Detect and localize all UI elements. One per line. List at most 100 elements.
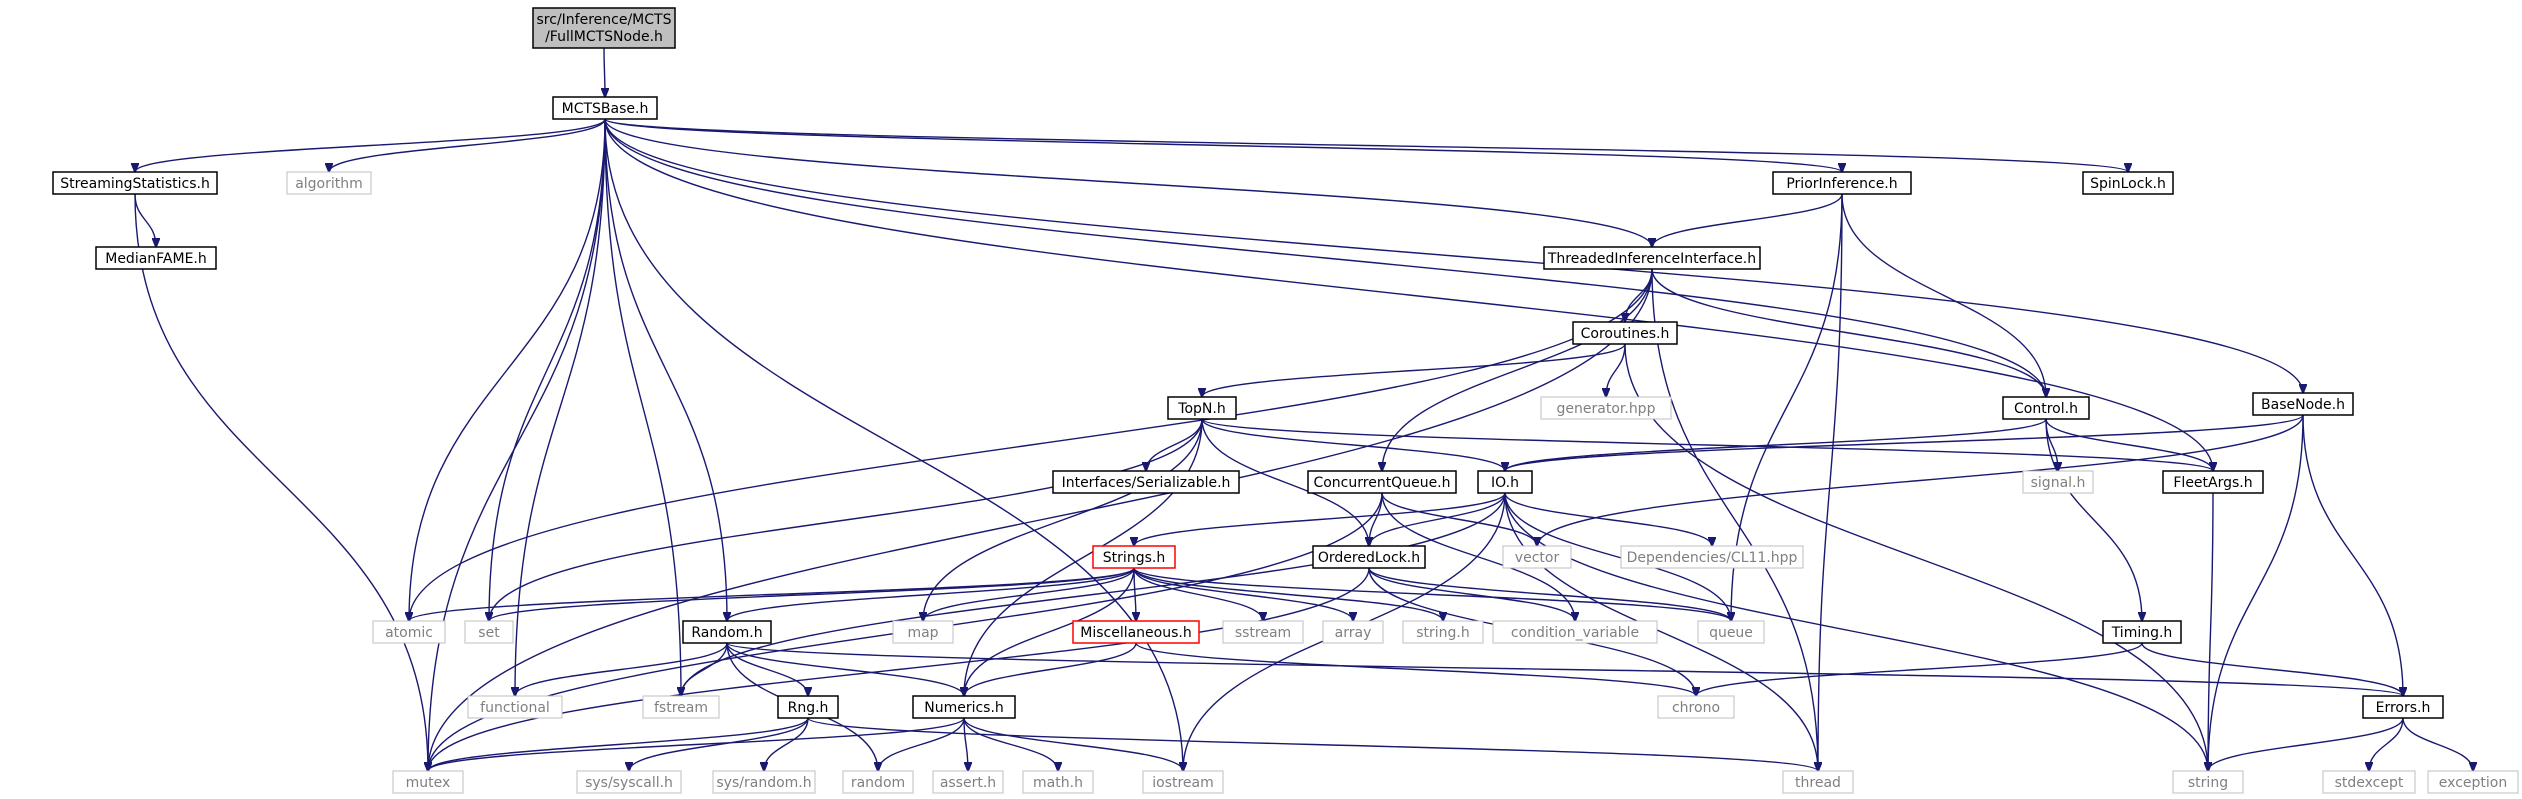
edge-strings-to-miscellaneous bbox=[1134, 567, 1136, 621]
node-box bbox=[1052, 470, 1240, 494]
node-errors[interactable]: Errors.h bbox=[2362, 695, 2444, 719]
node-label: ConcurrentQueue.h bbox=[1313, 475, 1450, 491]
node-numerics[interactable]: Numerics.h bbox=[912, 695, 1016, 719]
node-rng[interactable]: Rng.h bbox=[777, 695, 839, 719]
edge-mctsbase-to-functional bbox=[515, 118, 606, 696]
node-signal: signal.h bbox=[2022, 470, 2094, 494]
node-generator: generator.hpp bbox=[1540, 396, 1672, 420]
node-concurrent-queue[interactable]: ConcurrentQueue.h bbox=[1307, 470, 1457, 494]
node-label: string.h bbox=[1416, 625, 1470, 641]
node-label: sys/syscall.h bbox=[585, 775, 673, 791]
node-fstream: fstream bbox=[642, 695, 720, 719]
edge-numerics-to-random bbox=[878, 717, 965, 771]
edge-coroutines-to-generator bbox=[1606, 343, 1626, 397]
edge-io-to-queue bbox=[1504, 492, 1731, 621]
edge-io-to-fstream bbox=[681, 492, 1506, 696]
edge-strings-to-map bbox=[923, 567, 1135, 621]
edge-concurrent-queue-to-ordered-lock bbox=[1369, 492, 1383, 546]
node-box bbox=[1697, 620, 1765, 644]
node-label: Strings.h bbox=[1103, 550, 1165, 566]
node-box bbox=[1022, 770, 1094, 794]
node-control[interactable]: Control.h bbox=[2002, 396, 2090, 420]
node-label: Numerics.h bbox=[924, 700, 1004, 716]
edge-numerics-to-iostream bbox=[963, 717, 1183, 771]
node-box bbox=[932, 770, 1004, 794]
node-box bbox=[2322, 770, 2416, 794]
node-timing[interactable]: Timing.h bbox=[2102, 620, 2182, 644]
node-top-n[interactable]: TopN.h bbox=[1167, 396, 1237, 420]
edge-miscellaneous-to-chrono bbox=[1135, 642, 1696, 696]
node-label: StreamingStatistics.h bbox=[60, 176, 210, 192]
edge-random-to-fstream bbox=[681, 642, 728, 696]
node-random[interactable]: Random.h bbox=[682, 620, 772, 644]
node-box bbox=[2172, 770, 2244, 794]
node-box bbox=[552, 96, 658, 120]
node-io[interactable]: IO.h bbox=[1477, 470, 1533, 494]
node-label: thread bbox=[1795, 775, 1841, 791]
node-label: sstream bbox=[1235, 625, 1291, 641]
node-functional: functional bbox=[467, 695, 563, 719]
edge-base-node-to-io bbox=[1505, 414, 2304, 471]
node-box bbox=[464, 620, 514, 644]
edge-mctsbase-to-atomic bbox=[409, 118, 606, 621]
node-label: Dependencies/CL11.hpp bbox=[1627, 550, 1798, 566]
edge-strings-to-stringh bbox=[1133, 567, 1443, 621]
node-base-node[interactable]: BaseNode.h bbox=[2252, 392, 2354, 416]
node-sstream: sstream bbox=[1222, 620, 1304, 644]
node-coroutines[interactable]: Coroutines.h bbox=[1572, 321, 1678, 345]
edge-concurrent-queue-to-vector bbox=[1381, 492, 1537, 546]
node-median-fame[interactable]: MedianFAME.h bbox=[95, 246, 217, 270]
edge-mctsbase-to-threaded-inference-interface bbox=[604, 118, 1652, 247]
node-label: TopN.h bbox=[1177, 401, 1225, 417]
node-strings[interactable]: Strings.h bbox=[1092, 545, 1176, 569]
node-label: vector bbox=[1515, 550, 1560, 566]
node-streaming-statistics[interactable]: StreamingStatistics.h bbox=[52, 171, 218, 195]
node-spin-lock[interactable]: SpinLock.h bbox=[2082, 171, 2174, 195]
node-label: Timing.h bbox=[2111, 625, 2173, 641]
node-vector: vector bbox=[1502, 545, 1572, 569]
edge-random-to-numerics bbox=[726, 642, 964, 696]
node-mctsbase[interactable]: MCTSBase.h bbox=[552, 96, 658, 120]
node-label: SpinLock.h bbox=[2090, 176, 2166, 192]
nodes-layer: src/Inference/MCTS/FullMCTSNode.hMCTSBas… bbox=[52, 7, 2519, 794]
edge-top-n-to-map bbox=[923, 418, 1203, 621]
node-box bbox=[1492, 620, 1658, 644]
edge-base-node-to-string bbox=[2208, 414, 2304, 771]
edge-ordered-lock-to-condition-variable bbox=[1368, 567, 1575, 621]
node-box bbox=[1142, 770, 1224, 794]
node-label: Coroutines.h bbox=[1581, 326, 1670, 342]
node-fleet-args[interactable]: FleetArgs.h bbox=[2162, 470, 2264, 494]
node-label: src/Inference/MCTS/FullMCTSNode.h bbox=[537, 12, 672, 45]
edge-top-n-to-fleet-args bbox=[1201, 418, 2213, 471]
node-label-line: /FullMCTSNode.h bbox=[545, 29, 663, 45]
edge-errors-to-exception bbox=[2402, 717, 2473, 771]
edge-control-to-fleet-args bbox=[2045, 418, 2213, 471]
edge-top-n-to-io bbox=[1201, 418, 1505, 471]
node-box bbox=[2427, 770, 2519, 794]
edge-streaming-statistics-to-mutex bbox=[134, 193, 428, 771]
node-label: Random.h bbox=[691, 625, 762, 641]
node-prior-inference[interactable]: PriorInference.h bbox=[1772, 171, 1912, 195]
node-label: generator.hpp bbox=[1557, 401, 1656, 417]
node-label: Rng.h bbox=[788, 700, 829, 716]
node-label: queue bbox=[1709, 625, 1753, 641]
edge-timing-to-chrono bbox=[1696, 642, 2143, 696]
node-label: math.h bbox=[1033, 775, 1083, 791]
node-miscellaneous[interactable]: Miscellaneous.h bbox=[1072, 620, 1200, 644]
node-label: algorithm bbox=[295, 176, 363, 192]
node-ordered-lock[interactable]: OrderedLock.h bbox=[1312, 545, 1426, 569]
node-box bbox=[777, 695, 839, 719]
edge-ordered-lock-to-queue bbox=[1368, 567, 1731, 621]
node-serializable[interactable]: Interfaces/Serializable.h bbox=[1052, 470, 1240, 494]
node-label: MCTSBase.h bbox=[562, 101, 649, 117]
node-box bbox=[842, 770, 914, 794]
node-full-mctsnode[interactable]: src/Inference/MCTS/FullMCTSNode.h bbox=[532, 7, 676, 49]
node-box bbox=[467, 695, 563, 719]
node-box bbox=[2252, 392, 2354, 416]
edge-io-to-strings bbox=[1134, 492, 1506, 546]
node-label: IO.h bbox=[1491, 475, 1519, 491]
edge-mctsbase-to-fstream bbox=[604, 118, 681, 696]
node-box bbox=[576, 770, 682, 794]
node-threaded-inference-interface[interactable]: ThreadedInferenceInterface.h bbox=[1543, 246, 1761, 270]
